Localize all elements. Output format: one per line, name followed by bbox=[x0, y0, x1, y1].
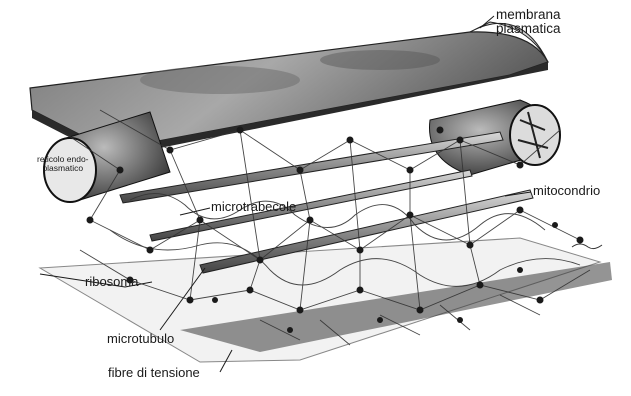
artist-signature bbox=[572, 244, 602, 249]
label-microtubulo: microtubulo bbox=[107, 332, 174, 346]
label-microtrabecole: microtrabecole bbox=[211, 200, 296, 214]
label-line: plasmatica bbox=[496, 22, 561, 36]
label-mitocondrio: mitocondrio bbox=[533, 184, 600, 198]
label-ribosoma: ribosoma bbox=[85, 275, 138, 289]
membrane-shade-2 bbox=[320, 50, 440, 70]
label-membrana-plasmatica: membrana plasmatica bbox=[496, 8, 561, 36]
label-reticolo-endoplasmatico: reticolo endo- plasmatico bbox=[37, 155, 89, 173]
label-line: plasmatico bbox=[37, 164, 89, 173]
membrane-shade-1 bbox=[140, 66, 300, 94]
label-line: membrana bbox=[496, 8, 561, 22]
label-fibre-di-tensione: fibre di tensione bbox=[108, 366, 200, 380]
